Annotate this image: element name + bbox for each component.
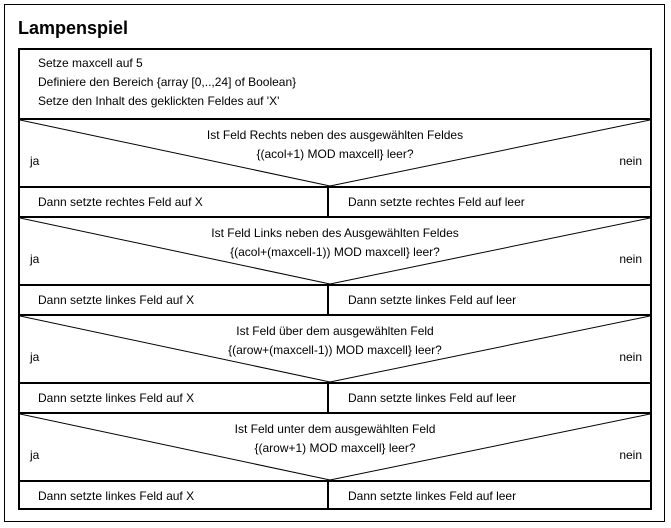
init-statement: Setze den Inhalt des geklickten Feldes a… (38, 94, 280, 108)
decision-triangle (20, 316, 650, 382)
condition-line-1: Ist Feld Links neben des Ausgewählten Fe… (211, 226, 459, 240)
yes-label: ja (30, 154, 40, 168)
branch-row-above: Dann setzte linkes Feld auf X Dann setzt… (20, 384, 650, 414)
condition-line-2: {(arow+(maxcell-1)) MOD maxcell} leer? (228, 343, 442, 357)
yes-label: ja (30, 350, 40, 364)
yes-label: ja (30, 448, 40, 462)
diagram-title: Lampenspiel (18, 18, 129, 38)
no-label: nein (619, 252, 642, 266)
then-branch: Dann setzte linkes Feld auf X (20, 482, 329, 510)
no-label: nein (619, 350, 642, 364)
decision-block-left: Ist Feld Links neben des Ausgewählten Fe… (20, 218, 650, 286)
decision-block-below: Ist Feld unter dem ausgewählten Feld {(a… (20, 414, 650, 482)
branch-row-left: Dann setzte linkes Feld auf X Dann setzt… (20, 286, 650, 316)
yes-label: ja (30, 252, 40, 266)
condition-line-1: Ist Feld unter dem ausgewählten Feld (234, 422, 436, 436)
condition-line-1: Ist Feld über dem ausgewählten Feld (236, 324, 434, 338)
outer-frame (4, 4, 665, 522)
branch-row-right: Dann setzte rechtes Feld auf X Dann setz… (20, 188, 650, 218)
condition-line-2: {(acol+(maxcell-1)) MOD maxcell} leer? (230, 245, 440, 259)
condition-line-2: {(acol+1) MOD maxcell} leer? (256, 147, 414, 161)
decision-block-right: Ist Feld Rechts neben des ausgewählten F… (20, 120, 650, 188)
else-branch: Dann setzte linkes Feld auf leer (348, 293, 517, 307)
else-branch: Dann setzte linkes Feld auf leer (348, 391, 517, 405)
no-label: nein (619, 154, 642, 168)
decision-block-above: Ist Feld über dem ausgewählten Feld {(ar… (20, 316, 650, 384)
decision-triangle (20, 120, 650, 186)
condition-line-2: {(arow+1) MOD maxcell} leer? (254, 441, 416, 455)
else-branch: Dann setzte rechtes Feld auf leer (348, 195, 525, 209)
no-label: nein (619, 448, 642, 462)
branch-row-below: Dann setzte linkes Feld auf X Dann setzt… (20, 482, 650, 512)
structogram: Setze maxcell auf 5 Definiere den Bereic… (18, 48, 652, 510)
then-branch: Dann setzte linkes Feld auf X (20, 384, 329, 412)
init-statement: Definiere den Bereich {array [0,..,24] o… (38, 75, 297, 89)
init-statement: Setze maxcell auf 5 (38, 56, 143, 70)
decision-triangle (20, 414, 650, 480)
decision-triangle (20, 218, 650, 284)
condition-line-1: Ist Feld Rechts neben des ausgewählten F… (206, 128, 464, 142)
then-branch: Dann setzte rechtes Feld auf X (20, 188, 329, 216)
init-block: Setze maxcell auf 5 Definiere den Bereic… (20, 50, 650, 120)
then-branch: Dann setzte linkes Feld auf X (20, 286, 329, 314)
else-branch: Dann setzte linkes Feld auf leer (348, 489, 517, 503)
